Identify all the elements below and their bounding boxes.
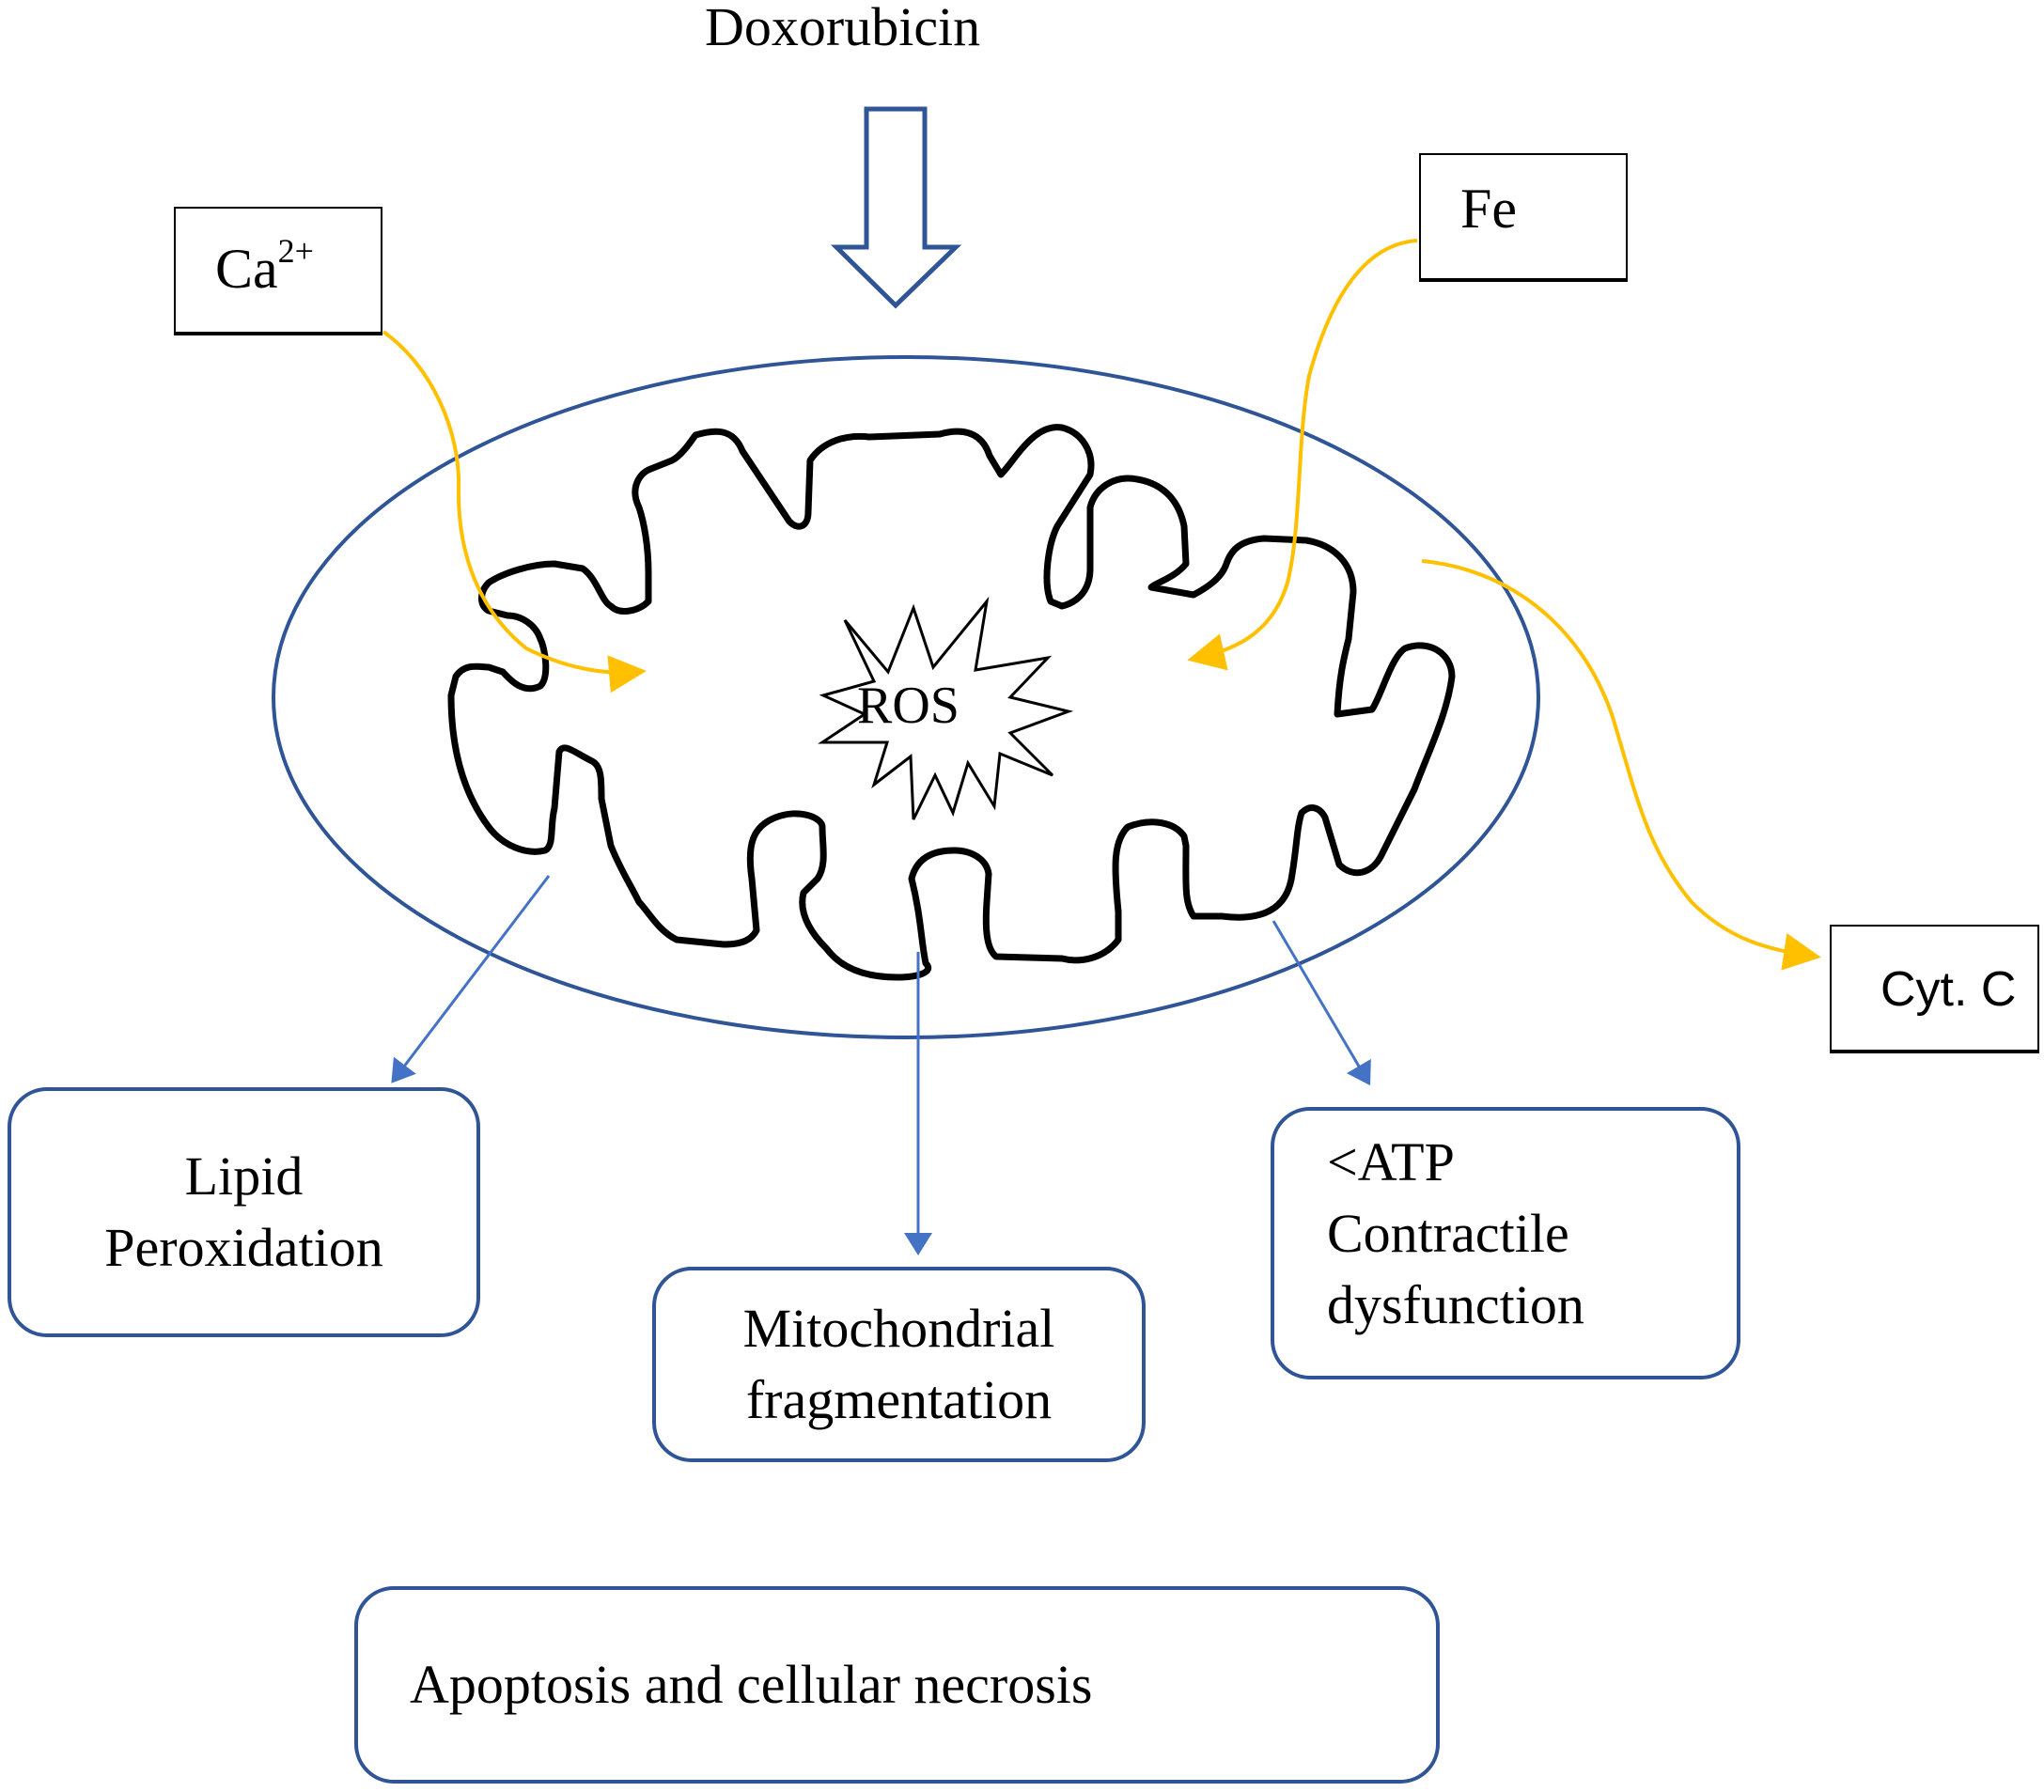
- cytochrome-c-box: Cyt. C: [1830, 925, 2039, 1053]
- doxorubicin-title: Doxorubicin: [705, 0, 981, 57]
- arrow-to-lipid-peroxidation: [391, 875, 551, 1083]
- doxorubicin-hollow-arrow: [830, 106, 962, 309]
- calcium-base: Ca: [215, 238, 278, 300]
- ros-label: ROS: [857, 677, 960, 735]
- calcium-label: Ca2+: [215, 231, 314, 306]
- cytochrome-c-label: Cyt. C: [1880, 962, 2017, 1017]
- calcium-influx-arrow: [382, 330, 647, 693]
- ros-starburst-icon: [818, 596, 1074, 820]
- lipid-peroxidation-line-2: Peroxidation: [104, 1217, 383, 1278]
- lipid-peroxidation-box: Lipid Peroxidation: [8, 1087, 480, 1337]
- atp-line: <ATP: [1327, 1131, 1455, 1192]
- outer-membrane: [272, 355, 1540, 1039]
- mitochondrial-fragmentation-line-2: fragmentation: [745, 1369, 1053, 1430]
- mitochondrial-fragmentation-line-1: Mitochondrial: [742, 1298, 1055, 1359]
- calcium-box: Ca2+: [174, 207, 382, 335]
- contractile-line: Contractile: [1327, 1203, 1569, 1264]
- iron-influx-arrow: [1187, 239, 1418, 671]
- apoptosis-necrosis-label: Apoptosis and cellular necrosis: [410, 1654, 1093, 1715]
- cytochrome-c-release-arrow: [1421, 559, 1821, 971]
- mitochondrial-fragmentation-box: Mitochondrial fragmentation: [652, 1267, 1146, 1462]
- dysfunction-line: dysfunction: [1327, 1274, 1584, 1335]
- calcium-charge: 2+: [277, 232, 314, 270]
- iron-box: Fe: [1419, 153, 1628, 282]
- apoptosis-necrosis-box: Apoptosis and cellular necrosis: [354, 1586, 1440, 1784]
- lipid-peroxidation-line-1: Lipid: [184, 1145, 304, 1207]
- iron-label: Fe: [1460, 178, 1517, 240]
- contractile-dysfunction-box: <ATP Contractile dysfunction: [1271, 1107, 1740, 1379]
- inner-membrane-cristae: [447, 424, 1456, 981]
- arrow-to-contractile-dysfunction: [1272, 920, 1371, 1086]
